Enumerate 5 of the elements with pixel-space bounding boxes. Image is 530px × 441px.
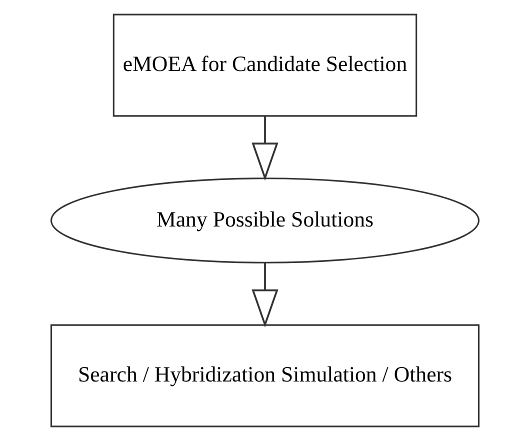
node-box: eMOEA for Candidate Selection [112,14,418,117]
node-ellipse: Many Possible Solutions [50,178,480,264]
arrow [252,262,278,328]
node-box: Search / Hybridization Simulation / Others [50,324,480,428]
arrow [252,116,278,181]
